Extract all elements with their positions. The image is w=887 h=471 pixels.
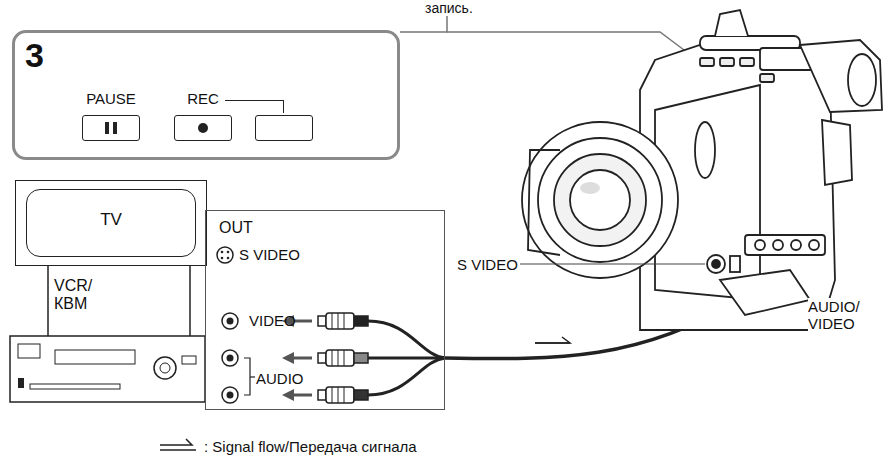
- node-text: AUDIO: [256, 371, 304, 388]
- rec-button: REC: [171, 91, 243, 143]
- legend-text: : Signal flow/Передача сигнала: [204, 438, 417, 455]
- output-panel: OUT S VIDEO VIDEO AUDIO: [205, 210, 445, 410]
- tv: TV: [15, 180, 207, 266]
- node-text: VIDEO: [249, 313, 296, 330]
- pause-button: PAUSE: [79, 91, 151, 143]
- rec-symbol: [175, 116, 231, 140]
- callout-text: запись.: [425, 0, 473, 16]
- step-panel: 3PAUSE REC: [12, 30, 400, 160]
- leader-line: [400, 16, 447, 32]
- camcorder: [522, 10, 882, 330]
- node-text: OUT: [219, 219, 253, 237]
- pause-symbol: [83, 116, 139, 140]
- bracket-line: [225, 100, 284, 113]
- node-text: PAUSE: [79, 91, 143, 108]
- vcr: [10, 265, 205, 402]
- node-text: TV: [16, 211, 206, 230]
- leader-line: [510, 263, 705, 264]
- connector-label: AUDIO/ VIDEO: [808, 298, 878, 333]
- node-text: S VIDEO: [239, 247, 300, 264]
- button: [82, 115, 140, 141]
- node-text: REC: [171, 91, 235, 108]
- device-label: VCR/ КВМ: [54, 277, 114, 314]
- button: [255, 115, 313, 141]
- signal-flow-arrow: [535, 337, 570, 343]
- legend-sample: [160, 439, 196, 450]
- button: [174, 115, 232, 141]
- connector-label: S VIDEO: [455, 256, 520, 273]
- node-text: 3: [25, 37, 44, 74]
